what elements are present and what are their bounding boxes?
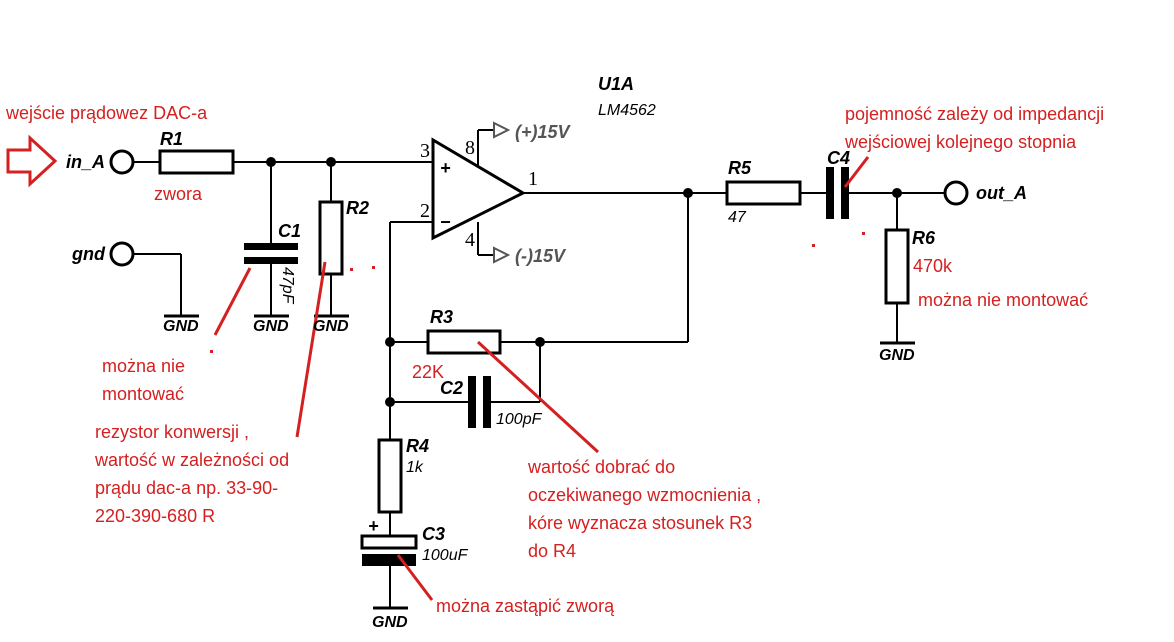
capacitor-c1 — [244, 243, 298, 264]
note-c3: można zastąpić zworą — [436, 596, 615, 616]
junction-dots — [266, 157, 902, 407]
note-r2-line1: rezystor konwersji , — [95, 422, 249, 442]
note-r2-line4: 220-390-680 R — [95, 506, 215, 526]
chip-ref: U1A — [598, 74, 634, 94]
gnd-label-5: GND — [879, 347, 915, 364]
note-c4-line2: wejściowej kolejnego stopnia — [844, 132, 1077, 152]
pin-inv: 2 — [420, 200, 430, 222]
pos-supply-label: (+)15V — [515, 122, 572, 142]
capacitor-c2 — [468, 376, 491, 428]
wires — [133, 129, 945, 608]
opamp-plus: + — [440, 158, 451, 178]
opamp-minus: − — [440, 212, 451, 232]
gnd-port-label: gnd — [71, 244, 106, 264]
c1-value: 47pF — [279, 267, 296, 305]
r1-ref: R1 — [160, 129, 183, 149]
c3-polarity: + — [368, 516, 379, 536]
note-r6-value: 470k — [913, 256, 953, 276]
c1-ref: C1 — [278, 221, 301, 241]
in-port — [109, 149, 135, 175]
ground-symbols — [164, 314, 915, 610]
note-c4-line1: pojemność zależy od impedancji — [845, 104, 1104, 124]
r5-ref: R5 — [728, 158, 752, 178]
gnd-label-4: GND — [372, 614, 408, 631]
resistor-r3 — [426, 329, 502, 355]
pin-noninv: 3 — [420, 140, 430, 162]
chip-part: LM4562 — [598, 102, 656, 119]
opamp-symbol — [431, 137, 527, 241]
note-r2-line2: wartość w zależności od — [94, 450, 289, 470]
neg-supply-arrow-icon — [493, 246, 511, 264]
capacitor-c4 — [826, 167, 849, 219]
c4-ref: C4 — [827, 148, 850, 168]
c2-ref: C2 — [440, 378, 463, 398]
resistor-r6 — [884, 228, 910, 305]
r6-ref: R6 — [912, 228, 936, 248]
pin-neg: 4 — [465, 229, 475, 251]
resistor-r2 — [318, 200, 344, 276]
gnd-port — [109, 241, 135, 267]
note-r3-line4: do R4 — [528, 541, 576, 561]
capacitor-c3 — [360, 534, 418, 566]
annotation-leaders — [213, 156, 870, 601]
note-r1: zwora — [154, 184, 203, 204]
r3-ref: R3 — [430, 307, 453, 327]
out-port — [943, 180, 969, 206]
pin-pos: 8 — [465, 137, 475, 159]
neg-supply-label: (-)15V — [515, 246, 567, 266]
resistor-r1 — [158, 149, 235, 175]
note-r2-line3: prądu dac-a np. 33-90- — [95, 478, 278, 498]
note-c1-line1: można nie — [102, 356, 185, 376]
c3-ref: C3 — [422, 524, 445, 544]
resistor-r4 — [377, 438, 403, 514]
r5-value: 47 — [728, 209, 747, 226]
input-arrow-icon — [6, 134, 58, 188]
note-r3-line1: wartość dobrać do — [527, 457, 675, 477]
note-r3-line2: oczekiwanego wzmocnienia , — [528, 485, 761, 505]
c3-value: 100uF — [422, 547, 469, 564]
pin-out: 1 — [528, 168, 538, 190]
c2-value: 100pF — [496, 411, 543, 428]
r4-value: 1k — [406, 459, 424, 476]
r2-ref: R2 — [346, 198, 369, 218]
stray-marks — [210, 232, 865, 353]
in-port-label: in_A — [66, 152, 105, 172]
r4-ref: R4 — [406, 436, 429, 456]
gnd-label-3: GND — [313, 318, 349, 335]
note-r3-line3: kóre wyznacza stosunek R3 — [528, 513, 752, 533]
note-r6: można nie montować — [918, 290, 1088, 310]
resistor-r5 — [725, 180, 802, 206]
note-c1-line2: montować — [102, 384, 184, 404]
note-input: wejście prądowez DAC-a — [5, 103, 208, 123]
out-port-label: out_A — [976, 183, 1027, 203]
gnd-label-2: GND — [253, 318, 289, 335]
pos-supply-arrow-icon — [493, 121, 511, 139]
note-r3-value: 22K — [412, 362, 444, 382]
gnd-label-1: GND — [163, 318, 199, 335]
